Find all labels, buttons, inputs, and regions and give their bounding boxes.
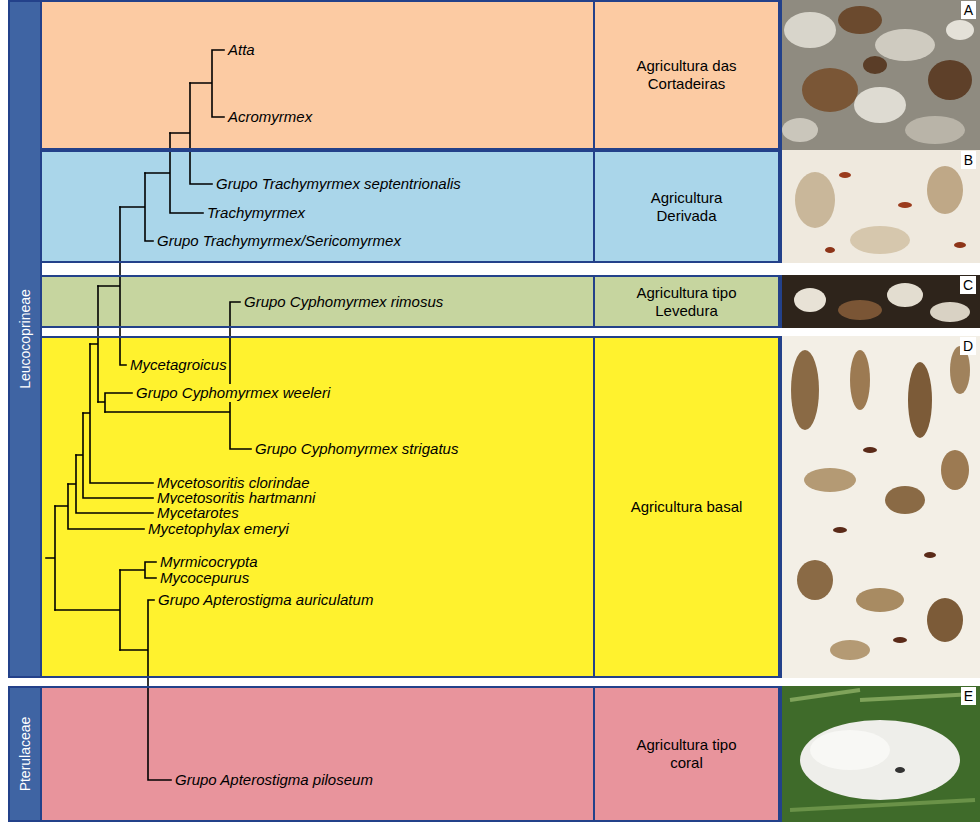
taxon-name: Grupo Trachymyrmex septentrionalis [214, 175, 463, 193]
taxon-name: Grupo Cyphomyrmex strigatus [253, 440, 460, 458]
taxon-name: Grupo Apterostigma piloseum [173, 771, 375, 789]
panel-letter: A [961, 1, 976, 19]
agriculture-type: Agricultura das Cortadeiras [593, 2, 780, 148]
photo-d [782, 336, 980, 678]
panel-letter: B [961, 151, 976, 169]
agriculture-type: Agricultura basal [593, 338, 780, 676]
taxon-name: Mycetophylax emeryi [146, 520, 291, 538]
taxon-name: Acromyrmex [226, 108, 314, 126]
panel-letter: C [960, 276, 976, 294]
taxon-name: Trachymyrmex [205, 204, 307, 222]
taxon-name: Grupo Trachymyrmex/Sericomyrmex [155, 232, 403, 250]
photo-a [782, 0, 980, 150]
taxon-name: Mycetagroicus [128, 356, 229, 374]
agriculture-band: Agricultura Derivada [40, 150, 782, 263]
taxon-name: Mycocepurus [158, 569, 251, 587]
agriculture-band: Agricultura das Cortadeiras [40, 0, 782, 150]
taxon-name: Grupo Cyphomyrmex weeleri [134, 384, 332, 402]
clade-bar: Pterulaceae [8, 686, 42, 822]
agriculture-type: Agricultura tipo coral [593, 688, 780, 820]
panel-letter: E [961, 687, 976, 705]
clade-bar: Leucocoprineae [8, 0, 42, 678]
agriculture-type: Agricultura Derivada [593, 152, 780, 261]
taxon-name: Grupo Cyphomyrmex rimosus [242, 293, 445, 311]
clade-name: Leucocoprineae [17, 289, 33, 389]
agriculture-band: Agricultura tipo coral [40, 686, 782, 822]
agriculture-type: Agricultura tipo Levedura [593, 277, 780, 326]
photo-c [782, 275, 980, 328]
taxon-name: Atta [226, 41, 257, 59]
clade-name: Pterulaceae [17, 717, 33, 792]
photo-e [782, 686, 980, 822]
panel-letter: D [960, 337, 976, 355]
taxon-name: Grupo Apterostigma auriculatum [156, 591, 375, 609]
photo-b [782, 150, 980, 263]
